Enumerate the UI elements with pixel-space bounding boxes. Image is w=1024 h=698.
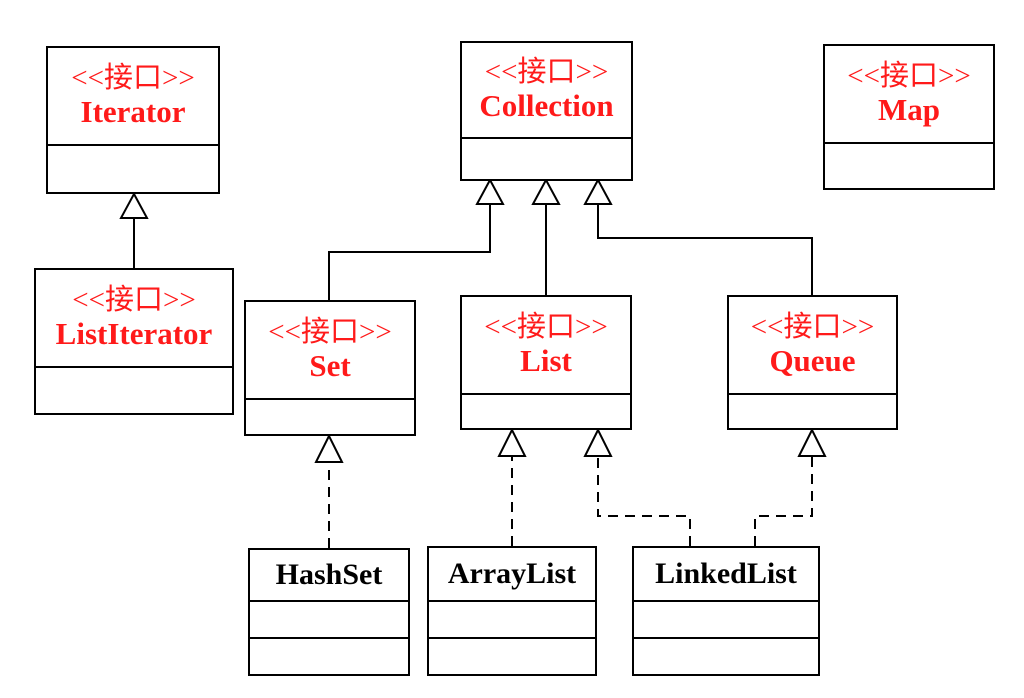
arrowhead-collection-left bbox=[475, 177, 505, 205]
arrowhead-collection-right bbox=[583, 177, 613, 205]
iterator-body bbox=[48, 146, 218, 192]
map-stereotype: <<接口>> bbox=[847, 60, 971, 92]
edge-linkedlist-list bbox=[597, 456, 691, 546]
list-body bbox=[462, 395, 630, 428]
iterator-interface-box: <<接口>> Iterator bbox=[46, 46, 220, 194]
hashset-methods bbox=[250, 639, 408, 674]
hashset-class-box: HashSet bbox=[248, 548, 410, 676]
arraylist-name: ArrayList bbox=[447, 557, 577, 590]
queue-stereotype: <<接口>> bbox=[750, 311, 875, 343]
arraylist-attributes bbox=[429, 602, 595, 639]
arrowhead-queue bbox=[797, 427, 827, 457]
hashset-attributes bbox=[250, 602, 408, 639]
linkedlist-class-box: LinkedList bbox=[632, 546, 820, 676]
arrowhead-collection-mid bbox=[531, 177, 561, 205]
list-interface-box: <<接口>> List bbox=[460, 295, 632, 430]
linkedlist-attributes bbox=[634, 602, 818, 639]
map-header: <<接口>> Map bbox=[825, 46, 993, 144]
set-name: Set bbox=[309, 348, 351, 383]
arraylist-class-box: ArrayList bbox=[427, 546, 597, 676]
list-header: <<接口>> List bbox=[462, 297, 630, 395]
set-interface-box: <<接口>> Set bbox=[244, 300, 416, 436]
edge-set-collection bbox=[328, 204, 491, 300]
linkedlist-methods bbox=[634, 639, 818, 674]
collection-stereotype: <<接口>> bbox=[484, 56, 609, 88]
hashset-name: HashSet bbox=[275, 558, 383, 591]
edge-queue-collection bbox=[597, 204, 813, 295]
map-interface-box: <<接口>> Map bbox=[823, 44, 995, 190]
collection-body bbox=[462, 139, 631, 179]
queue-body bbox=[729, 395, 896, 428]
list-stereotype: <<接口>> bbox=[484, 311, 608, 343]
listiterator-stereotype: <<接口>> bbox=[72, 284, 196, 316]
listiterator-name: ListIterator bbox=[55, 316, 213, 351]
list-name: List bbox=[520, 343, 572, 378]
iterator-header: <<接口>> Iterator bbox=[48, 48, 218, 146]
arrowhead-list-right bbox=[583, 427, 613, 457]
collection-header: <<接口>> Collection bbox=[462, 43, 631, 139]
listiterator-body bbox=[36, 368, 232, 413]
map-name: Map bbox=[878, 92, 940, 127]
iterator-name: Iterator bbox=[80, 94, 186, 129]
linkedlist-header: LinkedList bbox=[634, 548, 818, 602]
edge-linkedlist-queue bbox=[754, 456, 813, 546]
arraylist-header: ArrayList bbox=[429, 548, 595, 602]
iterator-stereotype: <<接口>> bbox=[71, 62, 195, 94]
queue-interface-box: <<接口>> Queue bbox=[727, 295, 898, 430]
collection-name: Collection bbox=[479, 88, 614, 123]
arrowhead-set bbox=[314, 433, 344, 463]
hashset-header: HashSet bbox=[250, 550, 408, 602]
map-body bbox=[825, 144, 993, 188]
queue-header: <<接口>> Queue bbox=[729, 297, 896, 395]
arrowhead-list-left bbox=[497, 427, 527, 457]
linkedlist-name: LinkedList bbox=[655, 557, 797, 590]
queue-name: Queue bbox=[769, 343, 856, 378]
arraylist-methods bbox=[429, 639, 595, 674]
set-body bbox=[246, 400, 414, 434]
set-stereotype: <<接口>> bbox=[268, 316, 392, 348]
set-header: <<接口>> Set bbox=[246, 302, 414, 400]
listiterator-interface-box: <<接口>> ListIterator bbox=[34, 268, 234, 415]
arrowhead-iterator bbox=[119, 191, 149, 219]
collection-interface-box: <<接口>> Collection bbox=[460, 41, 633, 181]
listiterator-header: <<接口>> ListIterator bbox=[36, 270, 232, 368]
